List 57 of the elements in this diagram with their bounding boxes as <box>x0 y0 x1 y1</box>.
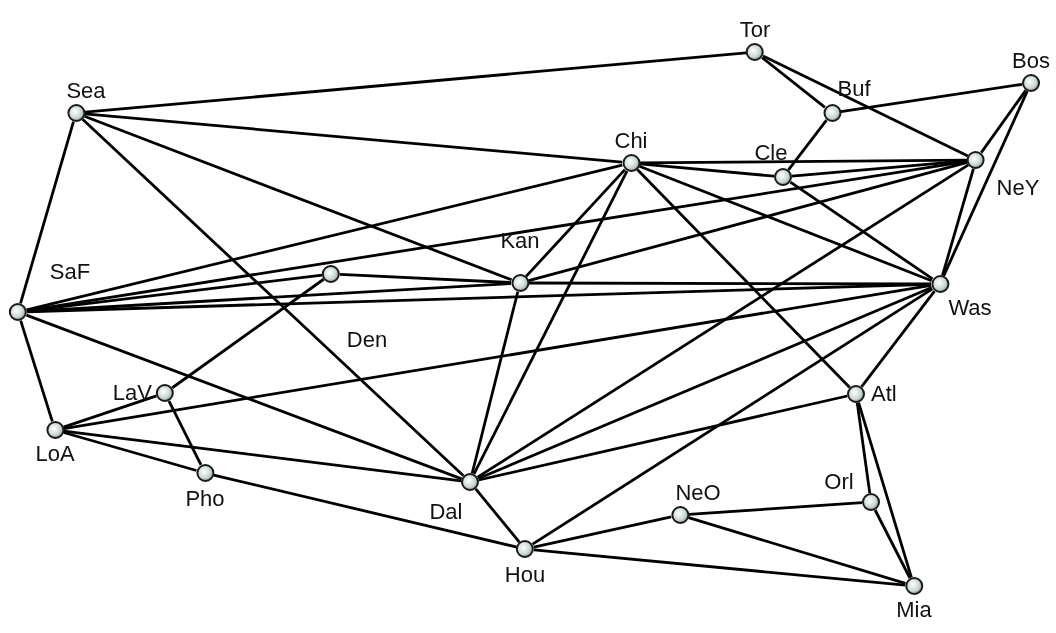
connector-line <box>857 402 913 578</box>
node-label: Bos <box>1012 50 1050 72</box>
node-label: Cle <box>754 142 788 164</box>
node-label: Kan <box>500 230 540 252</box>
connector-line <box>167 400 203 466</box>
connector-line <box>478 394 848 482</box>
node-label: Was <box>948 297 992 319</box>
connector-line <box>63 284 932 430</box>
connector-line <box>533 548 906 587</box>
connector-line <box>84 51 747 114</box>
connector-line <box>339 273 512 284</box>
connector-line <box>941 168 975 276</box>
connector-line <box>84 112 623 164</box>
node-label: LoA <box>35 443 75 465</box>
connector-line <box>855 402 872 494</box>
connector-line <box>639 162 775 178</box>
connector-line <box>472 170 629 475</box>
connector-line <box>63 429 462 483</box>
connector-line <box>529 281 931 286</box>
connector-line <box>942 90 1029 277</box>
connector-line <box>81 118 465 477</box>
connector-line <box>63 431 197 472</box>
node-label: Chi <box>614 130 648 152</box>
connector-line <box>636 168 851 389</box>
node-label: Hou <box>504 564 546 586</box>
node-label: Mia <box>896 599 932 621</box>
connector-line <box>470 291 520 474</box>
connector-line <box>688 501 863 516</box>
connector-line <box>638 164 933 283</box>
node-label: Den <box>346 329 388 351</box>
connector-line <box>840 82 1023 114</box>
node-label: Orl <box>824 471 854 493</box>
node-label: NeY <box>996 177 1040 199</box>
connector-line <box>787 119 828 171</box>
connector-line <box>19 121 75 304</box>
connector-line <box>860 290 936 388</box>
node-label: Sea <box>66 80 106 102</box>
connector-line <box>528 161 968 282</box>
node-label: Dal <box>429 501 463 523</box>
connector-line <box>688 516 906 585</box>
connector-line <box>761 56 826 109</box>
connector-line <box>533 515 672 549</box>
connector-line <box>19 320 54 422</box>
connector-line <box>213 473 517 549</box>
connector-line <box>26 163 623 312</box>
node-label: NeO <box>675 482 721 504</box>
node-label: SaF <box>49 261 91 283</box>
node-label: Buf <box>837 78 871 100</box>
node-label: Pho <box>185 488 225 510</box>
connector-line <box>474 488 521 543</box>
node-label: Tor <box>739 19 771 41</box>
connector-line <box>63 394 157 429</box>
connector-line <box>639 158 967 165</box>
connector-line <box>25 313 463 481</box>
node-label: Atl <box>871 383 897 405</box>
connector-line <box>873 509 912 579</box>
node-label: LaV <box>112 382 152 404</box>
